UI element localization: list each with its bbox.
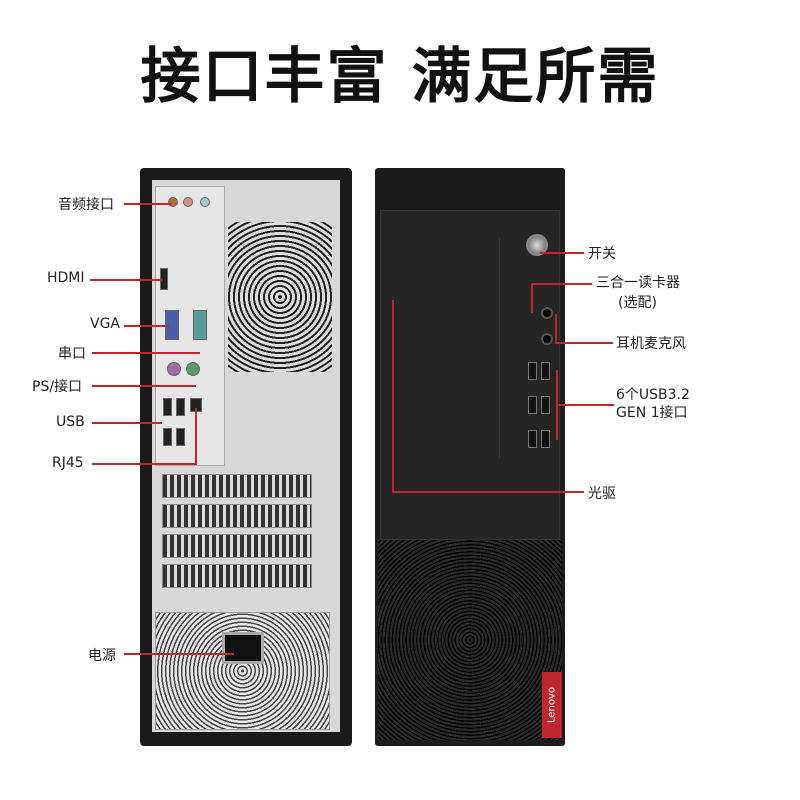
leader-line (92, 463, 196, 465)
leader-line (92, 422, 162, 424)
front-mesh (378, 540, 562, 740)
usb-port (541, 430, 550, 448)
expansion-slot (162, 564, 312, 588)
label-rj45: RJ45 (52, 455, 84, 471)
optical-drive-bay (380, 238, 500, 458)
expansion-slot (162, 504, 312, 528)
leader-line (555, 342, 613, 344)
usb-port (528, 396, 537, 414)
label-serial: 串口 (58, 346, 86, 362)
ps2-port (167, 362, 181, 376)
label-card-reader-note: (选配) (618, 295, 657, 311)
leader-line (124, 203, 172, 205)
serial-port (193, 310, 207, 340)
label-optical-drive: 光驱 (588, 486, 616, 502)
headphone-jack (541, 307, 553, 319)
usb-port (176, 428, 185, 446)
logo-text: Lenovo (546, 686, 558, 724)
leader-line (531, 283, 533, 313)
usb-port (176, 398, 185, 416)
leader-line (392, 300, 394, 492)
label-power: 电源 (88, 648, 116, 664)
headline: 接口丰富 满足所需 (140, 42, 660, 112)
label-vga: VGA (90, 316, 121, 332)
fan-grille (228, 222, 332, 372)
usb-port (528, 430, 537, 448)
leader-line (92, 385, 196, 387)
leader-line (124, 325, 169, 327)
usb-port (163, 398, 172, 416)
label-hdmi: HDMI (47, 270, 85, 286)
expansion-slot (162, 474, 312, 498)
leader-line (92, 352, 200, 354)
usb-port (541, 362, 550, 380)
leader-line (540, 252, 584, 254)
usb-port (163, 428, 172, 446)
power-socket (222, 632, 264, 664)
power-button[interactable] (526, 234, 548, 256)
audio-port (168, 197, 178, 207)
usb-port (541, 396, 550, 414)
leader-line (555, 314, 557, 344)
label-usb: USB (56, 414, 85, 430)
label-power-switch: 开关 (588, 246, 616, 262)
microphone-jack (541, 333, 553, 345)
leader-line (556, 370, 558, 440)
power-supply (155, 612, 330, 730)
label-ps2: PS/接口 (32, 379, 83, 395)
audio-port (200, 197, 210, 207)
leader-line (392, 491, 584, 493)
label-card-reader: 三合一读卡器 (596, 275, 680, 291)
leader-line (531, 283, 592, 285)
lenovo-logo: Lenovo (542, 672, 562, 738)
label-audio: 音频接口 (58, 197, 114, 213)
label-usb-line2: GEN 1接口 (616, 405, 688, 421)
usb-port (528, 362, 537, 380)
ps2-port (186, 362, 200, 376)
label-usb-line1: 6个USB3.2 (616, 387, 690, 403)
leader-line (195, 408, 197, 465)
leader-line (556, 404, 614, 406)
leader-line (124, 653, 234, 655)
expansion-slot (162, 534, 312, 558)
leader-line (90, 279, 162, 281)
label-headset-mic: 耳机麦克风 (616, 336, 686, 352)
audio-port (183, 197, 193, 207)
